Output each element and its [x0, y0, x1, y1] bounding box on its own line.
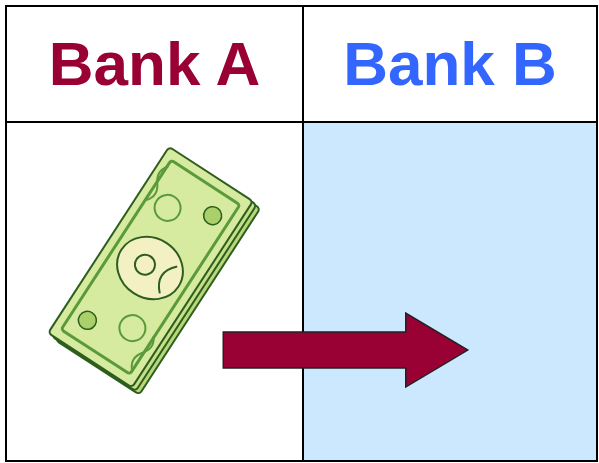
bank-column: Bank B: [302, 5, 598, 462]
column-heading: Bank B: [304, 7, 596, 123]
column-body: [304, 123, 596, 460]
column-body: [7, 123, 302, 460]
column-heading: Bank A: [7, 7, 302, 123]
transfer-arrow: [223, 313, 467, 387]
bank-column: Bank A: [5, 5, 304, 462]
